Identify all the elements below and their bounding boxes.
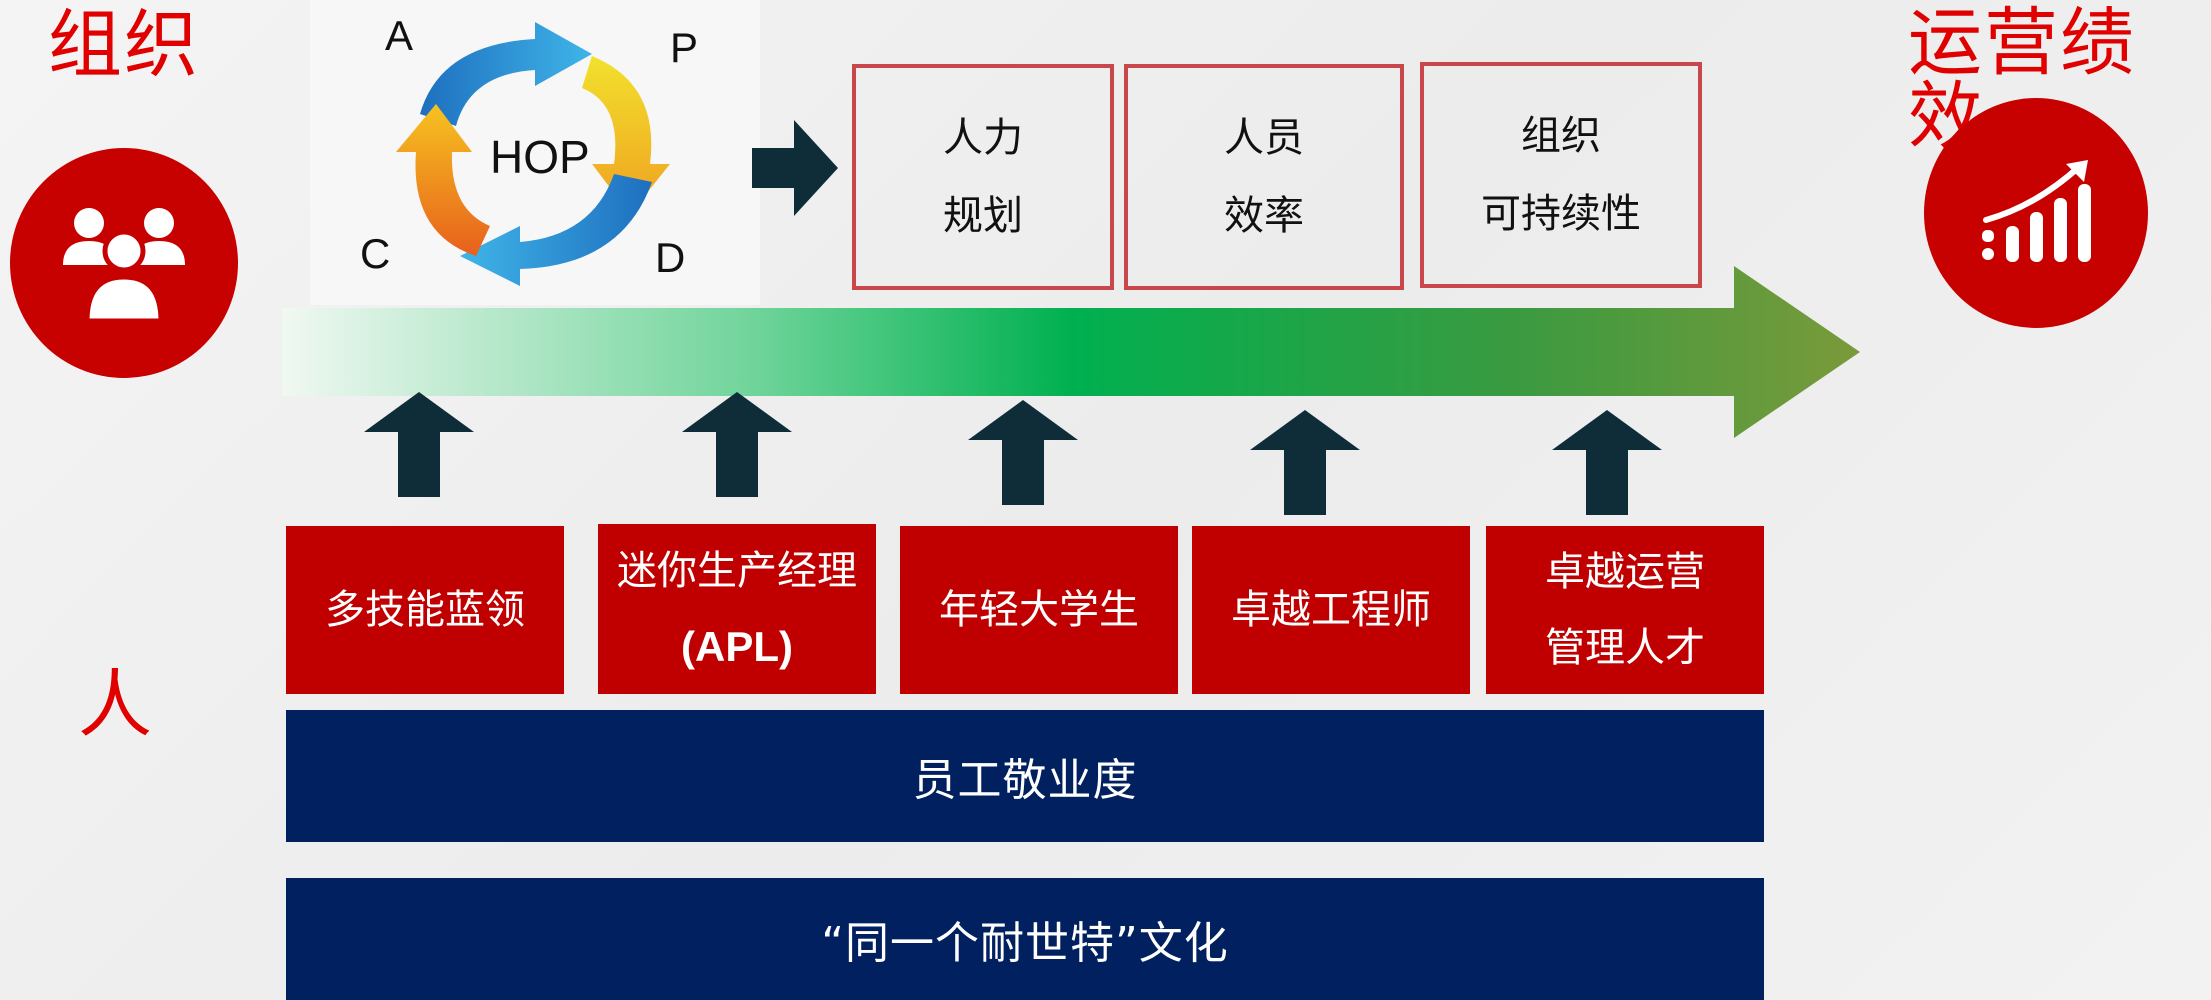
engagement-bar: 员工敬业度: [286, 710, 1764, 842]
up-arrow-icon: [1552, 410, 1662, 515]
output-line1: 人员: [1224, 115, 1304, 161]
talent-box-ops-managers: 卓越运营 管理人才: [1486, 526, 1764, 694]
hop-cycle-diagram: [396, 22, 670, 286]
talent-line1: 年轻大学生: [939, 587, 1139, 633]
talent-line1: 迷你生产经理: [617, 548, 857, 594]
people-icon: [63, 208, 185, 323]
talent-box-engineers: 卓越工程师: [1192, 526, 1470, 694]
cycle-label-a: A: [385, 12, 414, 59]
people-circle: [10, 148, 238, 378]
output-line2: 效率: [1224, 193, 1304, 239]
talent-box-graduates: 年轻大学生: [900, 526, 1178, 694]
people-label: 人: [78, 662, 154, 748]
talent-line2: (APL): [681, 623, 793, 670]
up-arrow-icon: [968, 400, 1078, 505]
talent-line1: 卓越运营: [1545, 549, 1705, 595]
organization-title: 组织: [48, 2, 200, 88]
output-box-sustainability: 组织 可持续性: [1420, 62, 1702, 288]
output-line1: 组织: [1521, 113, 1601, 159]
up-arrow-icon: [682, 392, 792, 497]
cycle-label-c: C: [360, 230, 391, 277]
up-arrow-icon: [1250, 410, 1360, 515]
operational-performance-title: 运营绩效: [1908, 0, 2136, 160]
up-arrow-icon: [364, 392, 474, 497]
progress-arrow: [282, 266, 1860, 438]
engagement-label: 员工敬业度: [912, 755, 1138, 806]
right-arrow-icon: [752, 120, 838, 216]
hop-center-label: HOP: [490, 131, 590, 183]
talent-line1: 多技能蓝领: [325, 587, 525, 633]
output-box-personnel-efficiency: 人员 效率: [1124, 64, 1404, 290]
culture-bar: “同一个耐世特”文化: [286, 878, 1764, 1000]
cycle-label-d: D: [655, 234, 686, 281]
talent-box-apl: 迷你生产经理 (APL): [598, 524, 876, 694]
growth-chart-icon: [1982, 160, 2091, 262]
talent-line2: 管理人才: [1545, 625, 1705, 671]
performance-circle: [1924, 98, 2148, 328]
output-line2: 规划: [943, 193, 1023, 239]
output-line2: 可持续性: [1481, 191, 1641, 237]
talent-line1: 卓越工程师: [1231, 587, 1431, 633]
culture-label: “同一个耐世特”文化: [821, 918, 1229, 969]
output-box-workforce-planning: 人力 规划: [852, 64, 1114, 290]
output-line1: 人力: [943, 115, 1023, 161]
talent-box-multiskilled: 多技能蓝领: [286, 526, 564, 694]
cycle-label-p: P: [670, 24, 699, 71]
